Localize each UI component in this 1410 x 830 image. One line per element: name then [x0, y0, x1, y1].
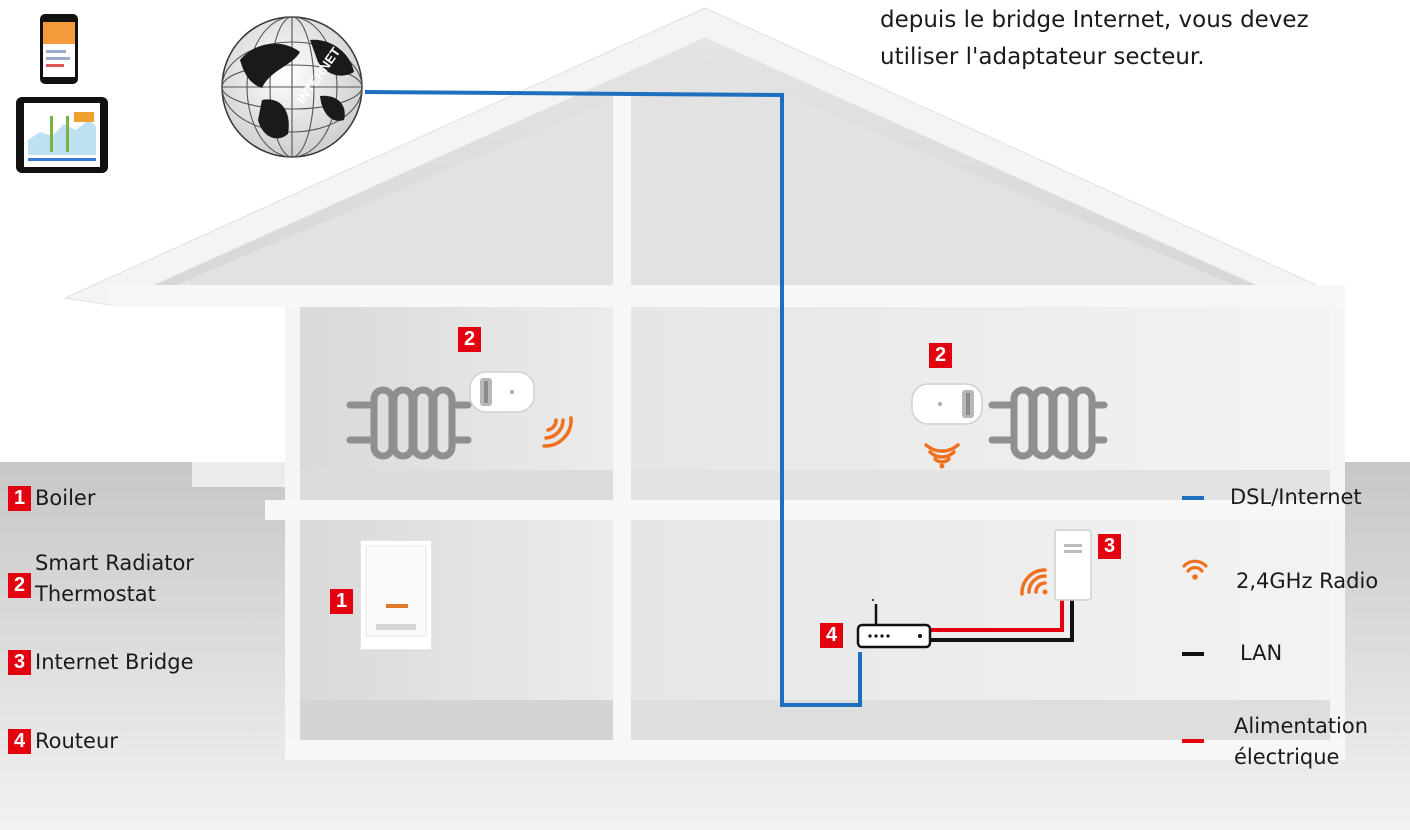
legend-item-router: 4 Routeur [8, 727, 118, 755]
legend-label-power: Alimentation électrique [1234, 711, 1368, 773]
legend-label-line-2: Thermostat [35, 579, 194, 610]
legend-number: 1 [8, 486, 31, 511]
device-legend: 1 Boiler 2 Smart Radiator Thermostat 3 I… [8, 0, 268, 830]
bridge-icon [1055, 530, 1091, 600]
boiler-icon [360, 540, 432, 650]
legend-label: Smart Radiator Thermostat [35, 548, 194, 610]
swatch-dsl [1182, 496, 1204, 500]
badge-bridge: 3 [1098, 534, 1121, 559]
legend-label: Internet Bridge [35, 648, 194, 676]
legend-label-line-1: Smart Radiator [35, 548, 194, 579]
legend-label-lan: LAN [1240, 638, 1282, 669]
legend-number: 3 [8, 650, 31, 675]
legend-item-boiler: 1 Boiler [8, 484, 95, 512]
swatch-power [1182, 739, 1204, 743]
legend-item-bridge: 3 Internet Bridge [8, 648, 194, 676]
badge-boiler: 1 [330, 589, 353, 614]
wifi-signal-icon [1180, 556, 1210, 584]
legend-number: 2 [8, 573, 31, 598]
legend-label: Routeur [35, 727, 118, 755]
legend-label-power-line-1: Alimentation [1234, 711, 1368, 742]
legend-label: Boiler [35, 484, 95, 512]
badge-thermostat-left: 2 [458, 327, 481, 352]
legend-number: 4 [8, 729, 31, 754]
thermostat-icon [912, 384, 982, 424]
badge-thermostat-right: 2 [929, 343, 952, 368]
thermostat-icon [470, 372, 534, 412]
swatch-lan [1182, 652, 1204, 656]
legend-label-power-line-2: électrique [1234, 742, 1368, 773]
legend-label-radio: 2,4GHz Radio [1236, 566, 1378, 597]
badge-router: 4 [820, 623, 843, 648]
legend-label-dsl: DSL/Internet [1230, 482, 1362, 513]
legend-item-thermostat: 2 Smart Radiator Thermostat [8, 548, 194, 610]
connection-legend: DSL/Internet 2,4GHz Radio LAN Alimentati… [1160, 0, 1410, 830]
